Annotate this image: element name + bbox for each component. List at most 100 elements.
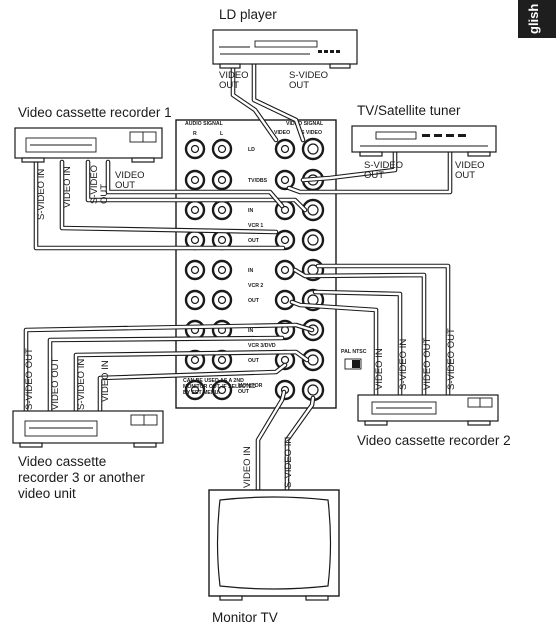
- vcr-1: Video cassette recorder 1: [14, 105, 172, 163]
- jack-center: [217, 295, 227, 305]
- row-label: IN: [248, 268, 253, 274]
- vcr2-video-in-label: VIDEO IN: [374, 348, 385, 390]
- jack-center: [280, 265, 290, 275]
- row-label: OUT: [248, 358, 260, 364]
- vcr1-video-in-cable-core: [60, 160, 278, 234]
- jack-center: [190, 175, 200, 185]
- vcr1-svideo-out-cable-core: [86, 160, 307, 212]
- vcr-2: Video cassette recorder 2: [357, 394, 511, 448]
- jack-center: [217, 355, 227, 365]
- monitor-tv: Monitor TV: [208, 489, 340, 625]
- jack-center: [190, 205, 200, 215]
- row-label: IN: [248, 328, 253, 334]
- jack-center: [307, 143, 319, 155]
- cables: [23, 61, 453, 493]
- monitor-svideo-cable-core: [285, 396, 315, 492]
- monitor-video-cable-core: [256, 390, 286, 492]
- jack-center: [190, 265, 200, 275]
- port-labels: S-VIDEO IN VIDEO IN S-VIDEOOUT S-VIDEO OUT V…: [24, 165, 457, 488]
- jack-center: [307, 384, 319, 396]
- jack-center: [190, 385, 200, 395]
- row-label: IN: [248, 208, 253, 214]
- jack-center: [280, 325, 290, 335]
- jack-center: [280, 235, 290, 245]
- ld-svideo-cable-core: [252, 62, 305, 142]
- tuner-svideo-cable-core: [301, 150, 397, 182]
- jack-center: [280, 205, 290, 215]
- jack-center: [280, 175, 290, 185]
- ld-player-label: LD player: [219, 7, 277, 22]
- jack-center: [280, 355, 290, 365]
- vcr3-video-in-cable-core: [98, 363, 287, 413]
- jack-center: [190, 235, 200, 245]
- svideo-column-label: S VIDEO: [301, 130, 322, 136]
- audio-r-label: R: [193, 131, 197, 137]
- language-tab: glish: [518, 0, 556, 38]
- jack-center: [217, 235, 227, 245]
- vcr3-video-out-cable-core: [48, 336, 284, 413]
- vcr1-video-in-label: VIDEO IN: [62, 166, 73, 208]
- audio-l-label: L: [220, 131, 224, 137]
- vcr1-svideo-in-label: S-VIDEO IN: [36, 169, 47, 220]
- row-label: TV/DBS: [248, 178, 268, 184]
- row-label: LD: [248, 147, 255, 153]
- vcr2-video-out-cable-core: [293, 268, 426, 397]
- jack-center: [190, 295, 200, 305]
- row-label: VCR 1: [248, 223, 263, 229]
- pal-ntsc-label: PAL NTSC: [341, 349, 367, 355]
- tuner-video-cable-core: [287, 150, 452, 194]
- jack-center: [217, 144, 227, 154]
- vcr3-video-out-label: VIDEO OUT: [50, 358, 61, 410]
- vcr2-video-out-label: VIDEO OUT: [422, 338, 433, 390]
- video-column-label: VIDEO: [274, 130, 290, 136]
- vcr3-svideo-in-label: S-VIDEO IN: [76, 359, 87, 410]
- video-signal-header: VIDEO SIGNAL: [286, 121, 324, 127]
- vcr3-svideo-out-cable-core: [24, 323, 314, 413]
- jack-center: [280, 295, 290, 305]
- jack-center: [307, 234, 319, 246]
- vcr3-svideo-out-label: S-VIDEO OUT: [24, 348, 35, 410]
- vcr2-video-in-cable-core: [290, 300, 378, 397]
- vcr3-svideo-in-cable-core: [74, 350, 309, 413]
- tuner-label: TV/Satellite tuner: [357, 103, 461, 118]
- language-tab-text: glish: [526, 4, 541, 34]
- vcr1-svideo-out-label: S-VIDEOOUT: [89, 165, 110, 204]
- monitor-svideo-in-label: S-VIDEO IN: [283, 437, 294, 488]
- monitor-video-in-label: VIDEO IN: [242, 446, 253, 488]
- monitor-label: Monitor TV: [212, 610, 278, 625]
- vcr2-svideo-in-cable-core: [313, 290, 402, 397]
- vcr1-video-out-cable-core: [106, 160, 284, 208]
- ld-video-cable-core: [231, 62, 278, 142]
- audio-signal-header: AUDIO SIGNAL: [185, 121, 224, 127]
- vcr3-video-in-label: VIDEO IN: [100, 360, 111, 402]
- row-label: OUT: [248, 238, 260, 244]
- jack-center: [307, 204, 319, 216]
- vcr2-svideo-out-label: S-VIDEO OUT: [446, 328, 457, 390]
- jack-center: [190, 144, 200, 154]
- row-label: VCR 2: [248, 283, 263, 289]
- jack-center: [217, 175, 227, 185]
- row-label: VCR 3/DVD: [248, 343, 276, 349]
- vcr2-svideo-in-label: S-VIDEO IN: [398, 339, 409, 390]
- jack-center: [307, 354, 319, 366]
- vcr1-label: Video cassette recorder 1: [18, 105, 172, 120]
- jack-center: [190, 355, 200, 365]
- jack-center: [280, 144, 290, 154]
- vcr2-svideo-out-cable-core: [316, 264, 450, 397]
- pal-ntsc-switch[interactable]: PAL NTSC: [341, 349, 367, 370]
- jack-center: [217, 385, 227, 395]
- vcr2-label: Video cassette recorder 2: [357, 433, 511, 448]
- row-label: OUT: [248, 298, 260, 304]
